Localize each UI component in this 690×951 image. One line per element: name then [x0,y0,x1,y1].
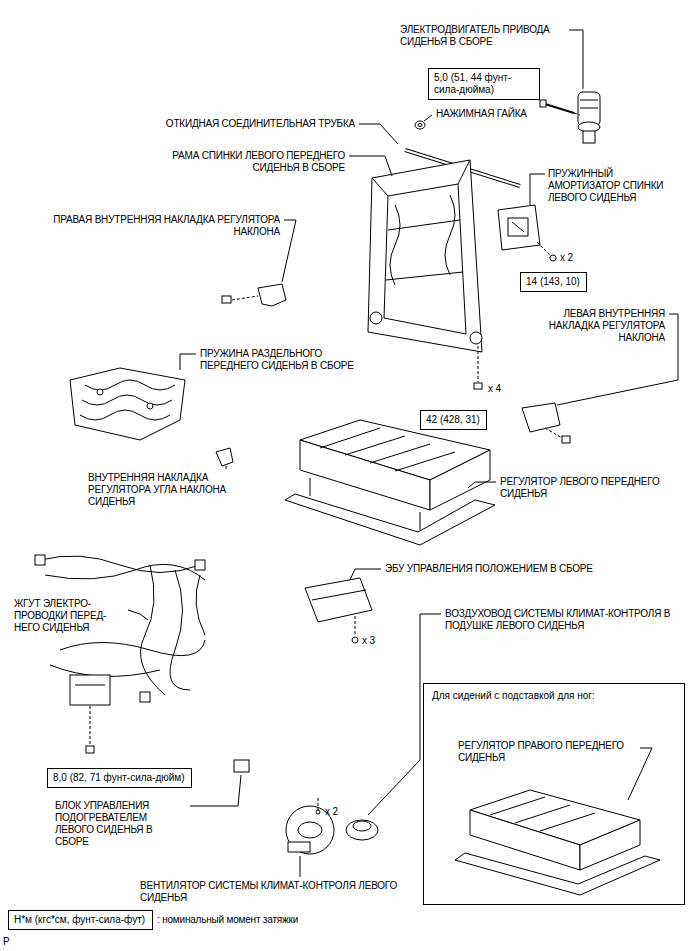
part-label: РЕГУЛЯТОР ЛЕВОГО ПЕРЕДНЕГО СИДЕНЬЯ [500,476,685,500]
torque-value: 8,0 (82, 71 фунт-сила-дюйм) [47,768,192,788]
part-label: ЭБУ УПРАВЛЕНИЯ ПОЛОЖЕНИЕМ В СБОРЕ [385,563,685,575]
part-label: ПРУЖИНА РАЗДЕЛЬНОГО ПЕРЕДНЕГО СИДЕНЬЯ В … [200,348,365,372]
torque-value-text: 5,0 (51, 44 фунт-сила-дюйма) [434,72,534,96]
part-label: ЖГУТ ЭЛЕКТРО- ПРОВОДКИ ПЕРЕД- НЕГО СИДЕН… [14,598,124,634]
quantity: x 4 [488,383,518,395]
quantity: x 2 [325,806,355,818]
quantity: x 2 [560,252,590,264]
part-label: НАЖИМНАЯ ГАЙКА [436,108,536,120]
part-label: ЛЕВАЯ ВНУТРЕННЯЯ НАКЛАДКА РЕГУЛЯТОРА НАК… [515,308,665,344]
legend-box: Н*м (кгс*см, фунт-сила-фут) [8,910,153,930]
part-label: ВНУТРЕННЯЯ НАКЛАДКА РЕГУЛЯТОРА УГЛА НАКЛ… [88,472,228,508]
panel-heading: Для сидений с подставкой для ног: [432,690,676,702]
part-label: ЭЛЕКТРОДВИГАТЕЛЬ ПРИВОДА СИДЕНЬЯ В СБОРЕ [400,24,565,48]
part-label: РЕГУЛЯТОР ПРАВОГО ПЕРЕДНЕГО СИДЕНЬЯ [458,740,633,764]
part-label: ВОЗДУХОВОД СИСТЕМЫ КЛИМАТ-КОНТРОЛЯ В ПОД… [445,608,685,632]
part-label: БЛОК УПРАВЛЕНИЯ ПОДОГРЕВАТЕЛЕМ ЛЕВОГО СИ… [55,800,185,848]
torque-value: 5,0 (51, 44 фунт-сила-дюйма) [428,68,540,100]
part-label: ВЕНТИЛЯТОР СИСТЕМЫ КЛИМАТ-КОНТРОЛЯ ЛЕВОГ… [140,880,430,904]
part-label: РАМА СПИНКИ ЛЕВОГО ПЕРЕДНЕГО СИДЕНЬЯ В С… [150,150,345,174]
variant-panel: Для сидений с подставкой для ног: РЕГУЛЯТ… [423,683,685,905]
torque-value-text: 8,0 (82, 71 фунт-сила-дюйм) [53,772,186,784]
part-label: ПРУЖИННЫЙ АМОРТИЗАТОР СПИНКИ ЛЕВОГО СИДЕ… [548,168,684,204]
torque-value-text: 42 (428, 31) [426,414,481,426]
part-label: ОТКИДНАЯ СОЕДИНИТЕЛЬНАЯ ТРУБКА [150,118,355,130]
legend-box-text: Н*м (кгс*см, фунт-сила-фут) [14,914,147,926]
page-mark: P [3,936,23,948]
part-label: ПРАВАЯ ВНУТРЕННЯЯ НАКЛАДКА РЕГУЛЯТОРА НА… [40,214,280,238]
torque-value: 14 (143, 10) [520,272,587,292]
torque-value: 42 (428, 31) [420,410,487,430]
quantity: x 3 [362,635,392,647]
torque-value-text: 14 (143, 10) [526,276,581,288]
legend-text: : номинальный момент затяжки [157,914,407,926]
